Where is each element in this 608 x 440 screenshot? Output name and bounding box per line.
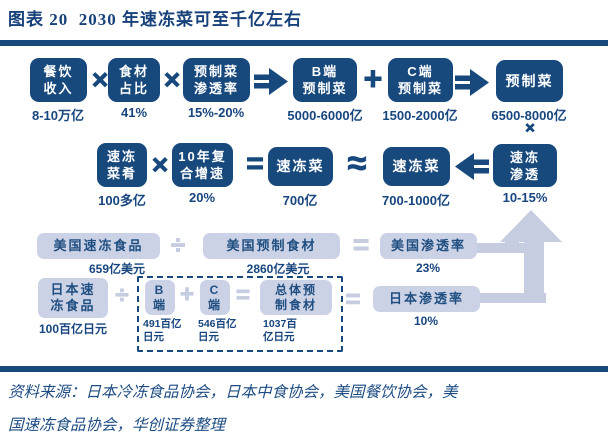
box-frozen-penetration: 速冻 渗透 [493,144,557,187]
us-frozen-food-value: 659亿美元 [88,262,146,276]
divide-op: ÷ [170,229,186,260]
us-prepared-ingredients-value: 2860亿美元 [246,262,310,276]
multiply-op: × [163,64,181,96]
equals-op: = [235,282,251,310]
prepared-dish-penetration-value: 15%-20% [187,105,245,120]
box-us-frozen-food: 美国速冻食品 [37,233,160,259]
frozen-veg-2-value: 700-1000亿 [382,193,450,208]
divide-op: ÷ [115,282,129,310]
catering-revenue-value: 8-10万亿 [31,108,85,123]
us-penetration-value: 23% [415,261,441,275]
equals-op: = [345,283,361,314]
frozen-penetration-value: 10-15% [502,190,548,205]
equals-op: = [246,147,265,181]
c-side-prepared-value: 1500-2000亿 [382,108,458,123]
figure-title: 图表 20 2030 年速冻菜可至千亿左右 [8,10,302,29]
box-catering-revenue: 餐饮 收入 [30,58,87,102]
total-prepared-ingredients-value: 1037百 亿日元 [263,318,297,343]
plus-op: + [179,281,195,309]
box-prepared-dish-penetration: 预制菜 渗透率 [183,58,250,102]
japan-frozen-food-value: 100百亿日元 [38,322,108,336]
box-frozen-veg-2: 速冻菜 [383,147,450,186]
dashed-group-border [137,276,343,352]
double-arrow-right-icon [455,69,489,96]
japan-penetration-value: 10% [413,314,439,328]
source-divider [0,366,608,372]
ingredient-share-value: 41% [120,105,148,120]
source-note: 资料来源：日本冷冻食品协会，日本中食协会，美国餐饮协会，美 国速冻食品协会，华创… [8,384,458,434]
box-10yr-cagr: 10年复 合增速 [172,143,233,187]
box-frozen-dish: 速冻 菜肴 [97,143,147,187]
box-prepared-dish: 预制菜 [496,60,563,102]
box-b-side-prepared: B端 预制菜 [293,58,357,102]
multiply-op: × [91,64,109,96]
title-underline [0,40,608,46]
frozen-dish-value: 100多亿 [98,193,146,208]
box-b-side: B 端 [145,280,175,315]
box-japan-penetration: 日本渗透率 [373,286,480,312]
double-arrow-left-icon [455,153,489,180]
box-c-side-prepared: C端 预制菜 [388,58,453,102]
box-us-prepared-ingredients: 美国预制食材 [203,233,340,259]
box-total-prepared-ingredients: 总体预 制食材 [260,280,332,315]
box-c-side: C 端 [200,280,230,315]
box-ingredient-share: 食材 占比 [108,58,160,102]
prepared-dish-value: 6500-8000亿 [491,108,567,123]
box-frozen-veg: 速冻菜 [268,147,333,186]
plus-op: + [363,60,383,97]
b-side-prepared-value: 5000-6000亿 [287,108,363,123]
b-side-value: 491百亿 日元 [143,318,182,343]
box-japan-frozen-food: 日本速 冻食品 [38,278,108,318]
approx-op: ≈ [347,144,367,183]
up-arrow-icon [477,210,562,303]
frozen-veg-value: 700亿 [282,193,318,208]
10yr-cagr-value: 20% [188,190,216,205]
equals-op: = [352,229,370,261]
multiply-op: × [151,149,169,181]
double-arrow-right-icon [254,68,288,95]
c-side-value: 546百亿 日元 [198,318,237,343]
multiply-op-vertical: × [525,120,535,138]
box-us-penetration: 美国渗透率 [380,233,477,259]
